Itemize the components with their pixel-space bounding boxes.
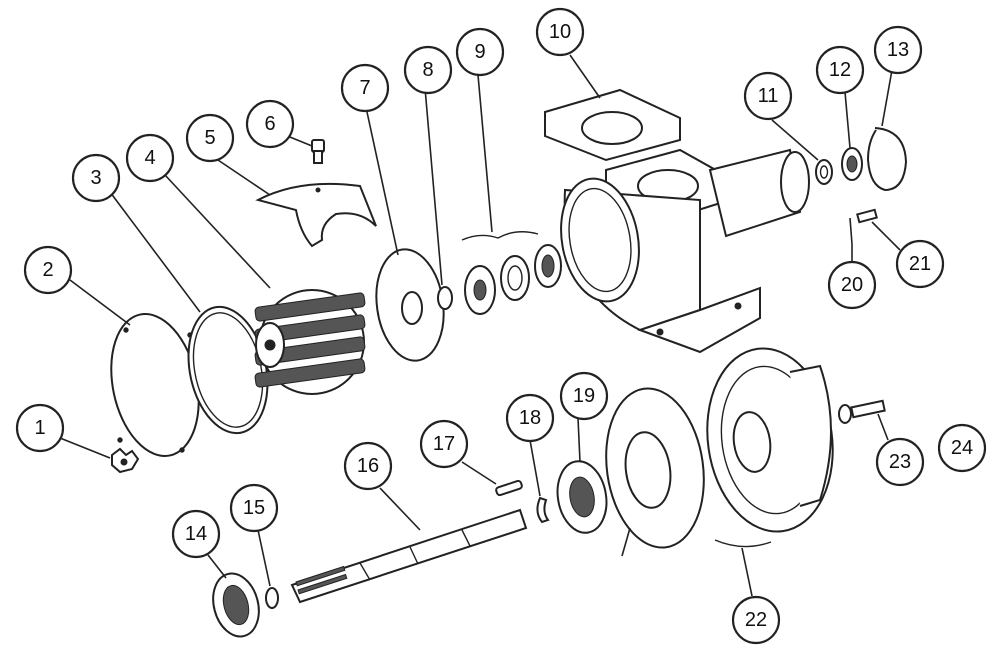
callout-23: 23 bbox=[875, 437, 925, 487]
callout-21-label: 21 bbox=[909, 253, 931, 275]
callout-16-label: 16 bbox=[357, 455, 379, 477]
part-3-gasket bbox=[187, 305, 269, 435]
callout-1-label: 1 bbox=[34, 417, 45, 439]
callout-15-label: 15 bbox=[243, 497, 265, 519]
callout-5: 5 bbox=[185, 113, 235, 163]
part-22-pulley-assembly bbox=[605, 347, 834, 557]
callout-17: 17 bbox=[419, 419, 469, 469]
callout-5-label: 5 bbox=[204, 127, 215, 149]
callout-14-label: 14 bbox=[185, 523, 207, 545]
callout-6: 6 bbox=[245, 99, 295, 149]
part-17-key bbox=[495, 479, 523, 497]
callout-12: 12 bbox=[815, 45, 865, 95]
callout-22-label: 22 bbox=[745, 609, 767, 631]
part-5-cam bbox=[255, 182, 377, 248]
callout-19: 19 bbox=[559, 371, 609, 421]
callout-10-label: 10 bbox=[549, 21, 571, 43]
part-15-ring bbox=[265, 587, 279, 609]
callout-2-label: 2 bbox=[42, 259, 53, 281]
callout-20: 20 bbox=[827, 260, 877, 310]
part-21-bolt bbox=[856, 208, 878, 224]
callout-20-label: 20 bbox=[841, 274, 863, 296]
part-12-bearing bbox=[841, 147, 863, 181]
callout-17-label: 17 bbox=[433, 433, 455, 455]
part-9-seal-assembly bbox=[461, 231, 562, 315]
callout-24-label: 24 bbox=[951, 437, 973, 459]
part-7-wear-plate bbox=[375, 248, 445, 362]
callout-10: 10 bbox=[535, 7, 585, 57]
callout-9: 9 bbox=[455, 27, 505, 77]
callout-13-label: 13 bbox=[887, 39, 909, 61]
callout-22: 22 bbox=[731, 595, 781, 645]
callout-9-label: 9 bbox=[474, 41, 485, 63]
callout-6-label: 6 bbox=[264, 113, 275, 135]
callout-8: 8 bbox=[403, 45, 453, 95]
callout-4-label: 4 bbox=[144, 147, 155, 169]
callout-7: 7 bbox=[340, 63, 390, 113]
callout-3: 3 bbox=[71, 153, 121, 203]
callout-18: 18 bbox=[505, 393, 555, 443]
part-19-bearing bbox=[556, 460, 608, 534]
callout-7-label: 7 bbox=[359, 77, 370, 99]
callout-13: 13 bbox=[873, 25, 923, 75]
callout-2: 2 bbox=[23, 245, 73, 295]
part-1-screw bbox=[111, 447, 140, 474]
callout-19-label: 19 bbox=[573, 385, 595, 407]
callout-4: 4 bbox=[125, 133, 175, 183]
part-11-seal bbox=[815, 159, 833, 185]
callout-24: 24 bbox=[937, 423, 987, 473]
callout-8-label: 8 bbox=[422, 59, 433, 81]
callout-12-label: 12 bbox=[829, 59, 851, 81]
callout-1: 1 bbox=[15, 403, 65, 453]
part-6-screw bbox=[311, 139, 325, 164]
part-14-seal bbox=[212, 572, 260, 638]
callout-3-label: 3 bbox=[90, 167, 101, 189]
part-20-pin bbox=[849, 217, 853, 245]
part-10-pump-body bbox=[544, 88, 810, 354]
callout-23-label: 23 bbox=[889, 451, 911, 473]
part-13-snap-ring bbox=[866, 127, 908, 192]
callout-16: 16 bbox=[343, 441, 393, 491]
part-8-ring bbox=[437, 286, 453, 310]
callout-18-label: 18 bbox=[519, 407, 541, 429]
part-23-bolt bbox=[838, 399, 886, 424]
part-16-shaft bbox=[290, 508, 528, 604]
callout-11: 11 bbox=[743, 71, 793, 121]
part-18-circlip bbox=[536, 496, 550, 524]
callout-14: 14 bbox=[171, 509, 221, 559]
callout-15: 15 bbox=[229, 483, 279, 533]
part-4-impeller bbox=[254, 289, 366, 395]
callout-21: 21 bbox=[895, 239, 945, 289]
callout-11-label: 11 bbox=[758, 85, 779, 107]
